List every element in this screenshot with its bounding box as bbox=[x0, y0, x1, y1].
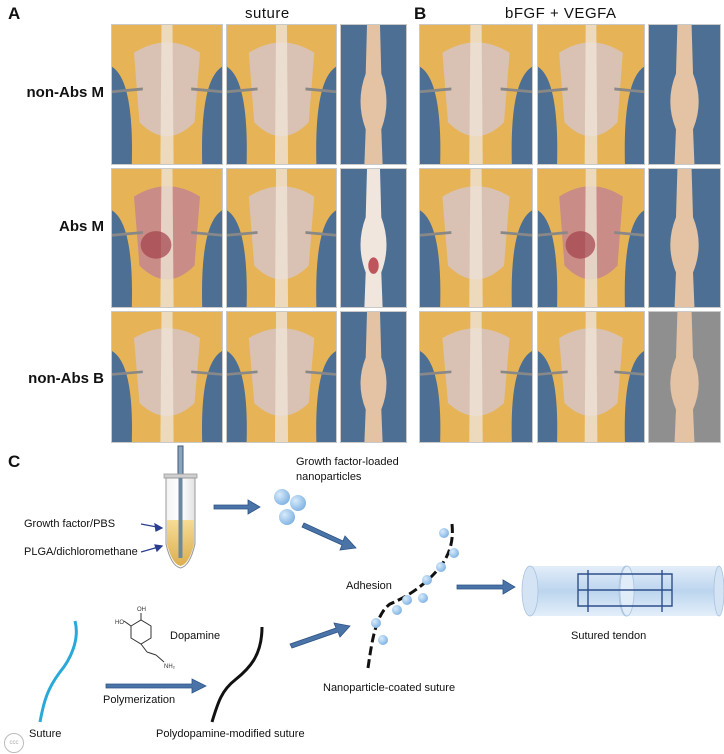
row-label-non-abs-m: non-Abs M bbox=[26, 84, 104, 101]
panel-b-letter: B bbox=[414, 4, 427, 23]
panel-a-letter: A bbox=[8, 4, 21, 23]
copyright-watermark-icon: ccc bbox=[4, 733, 24, 753]
panel-a-title: suture bbox=[245, 5, 290, 22]
photo-non-abs-b-growth-factor-1 bbox=[419, 311, 533, 443]
label-pointers bbox=[140, 522, 164, 553]
photo-non-abs-b-growth-factor-2 bbox=[537, 311, 645, 443]
photo-non-abs-b-growth-factor-3 bbox=[648, 311, 721, 443]
sutured-tendon-icon bbox=[521, 565, 724, 617]
photo-non-abs-m-growth-factor-2 bbox=[537, 24, 645, 165]
photo-non-abs-b-suture-1 bbox=[111, 311, 223, 443]
photo-abs-m-suture-1 bbox=[111, 168, 223, 308]
adhesion-label: Adhesion bbox=[346, 580, 392, 592]
photo-non-abs-m-suture-3 bbox=[340, 24, 407, 165]
polydopamine-suture-label: Polydopamine-modified suture bbox=[156, 728, 305, 740]
row-label-abs-m: Abs M bbox=[59, 218, 104, 235]
coated-suture-label: Nanoparticle-coated suture bbox=[323, 682, 456, 694]
photo-abs-m-growth-factor-2 bbox=[537, 168, 645, 308]
photo-non-abs-b-suture-2 bbox=[226, 311, 337, 443]
dopamine-molecule-icon bbox=[123, 613, 165, 663]
polydopamine-suture-icon bbox=[210, 626, 264, 723]
svg-text:HO: HO bbox=[115, 620, 124, 626]
photo-abs-m-suture-2 bbox=[226, 168, 337, 308]
photo-non-abs-m-growth-factor-3 bbox=[648, 24, 721, 165]
photo-abs-m-growth-factor-1 bbox=[419, 168, 533, 308]
polymerization-label: Polymerization bbox=[103, 694, 176, 706]
photo-non-abs-m-suture-2 bbox=[226, 24, 337, 165]
svg-text:OH: OH bbox=[137, 607, 146, 613]
suture-label: Suture bbox=[29, 728, 62, 740]
growth-factor-label: Growth factor/PBS bbox=[24, 518, 116, 530]
process-arrows bbox=[105, 499, 516, 694]
photo-abs-m-growth-factor-3 bbox=[648, 168, 721, 308]
photo-non-abs-b-suture-3 bbox=[340, 311, 407, 443]
dopamine-label: Dopamine bbox=[170, 630, 221, 642]
plain-suture-icon bbox=[38, 620, 78, 723]
row-label-non-abs-b: non-Abs B bbox=[28, 370, 104, 387]
svg-text:NH₂: NH₂ bbox=[164, 664, 176, 670]
plga-label: PLGA/dichloromethane bbox=[24, 546, 138, 558]
nanoparticles-label-line1: Growth factor-loaded bbox=[296, 456, 399, 468]
sutured-tendon-label: Sutured tendon bbox=[571, 630, 647, 642]
panel-c-letter: C bbox=[8, 452, 21, 471]
photo-non-abs-m-growth-factor-1 bbox=[419, 24, 533, 165]
nanoparticles-label-line2: nanoparticles bbox=[296, 471, 362, 483]
centrifuge-tube-icon bbox=[163, 445, 198, 569]
coated-suture-icon bbox=[366, 523, 459, 669]
photo-non-abs-m-suture-1 bbox=[111, 24, 223, 165]
nanoparticles-cluster-icon bbox=[274, 489, 306, 525]
panel-b-title: bFGF + VEGFA bbox=[505, 5, 617, 22]
photo-abs-m-suture-3 bbox=[340, 168, 407, 308]
schematic-diagram: HO OH NH₂ bbox=[38, 445, 724, 723]
